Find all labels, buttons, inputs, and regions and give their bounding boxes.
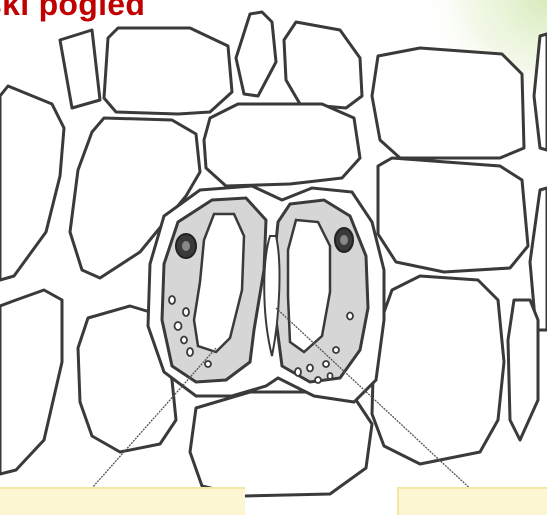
- right-guard-lumen: [288, 220, 330, 352]
- epidermal-cell: [0, 86, 64, 280]
- epidermal-cell: [284, 22, 362, 108]
- label-box-right: [397, 487, 547, 515]
- epidermal-cell: [190, 392, 372, 496]
- epidermal-cell: [204, 104, 360, 186]
- epidermal-cell: [60, 30, 100, 108]
- epidermal-cell: [0, 290, 62, 474]
- epidermal-cell: [104, 28, 232, 114]
- epidermal-cell: [378, 158, 528, 272]
- epidermal-cell: [372, 48, 524, 158]
- label-box-left: [0, 487, 245, 515]
- epidermal-cell: [508, 300, 538, 440]
- diagram-title: ski pogled: [0, 0, 145, 23]
- epidermal-cell: [372, 276, 504, 464]
- epidermal-cell: [236, 12, 276, 96]
